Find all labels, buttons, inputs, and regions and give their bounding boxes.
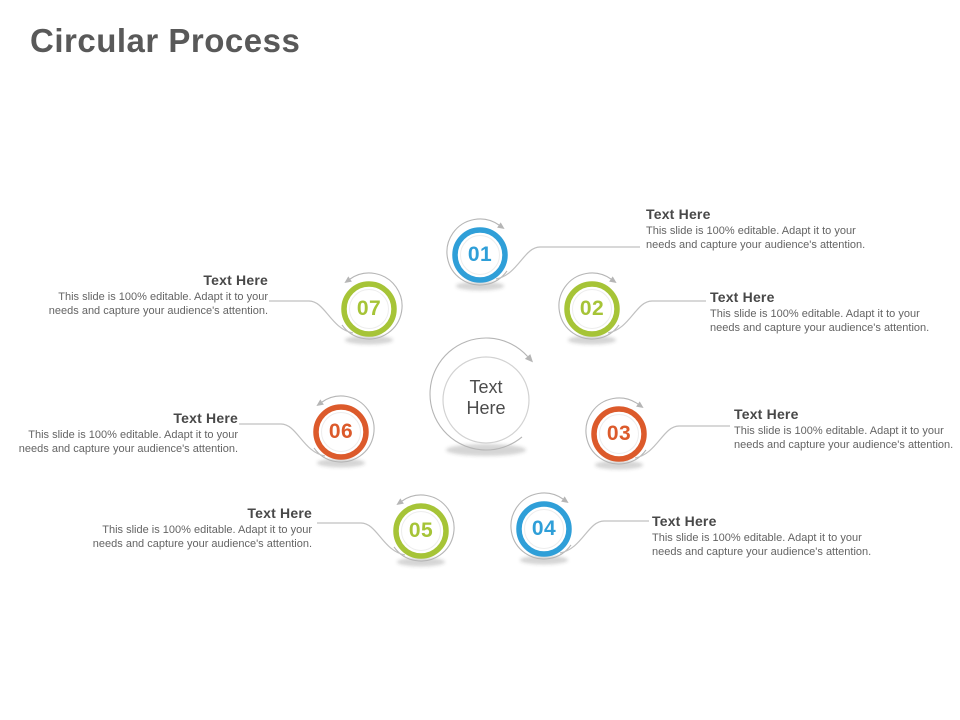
text-block-03-heading: Text Here bbox=[734, 406, 799, 422]
node-04-connector bbox=[559, 520, 649, 554]
node-02-shadow bbox=[568, 335, 616, 345]
node-06-ring bbox=[313, 404, 369, 460]
text-block-02-heading: Text Here bbox=[710, 289, 775, 305]
node-03-shadow bbox=[595, 460, 643, 470]
text-block-05: Text Here This slide is 100% editable. A… bbox=[76, 505, 312, 551]
text-block-07-heading: Text Here bbox=[203, 272, 268, 288]
step-number-05: 05 bbox=[408, 519, 434, 542]
step-number-04: 04 bbox=[531, 517, 557, 540]
node-01-graphic bbox=[446, 218, 640, 291]
slide-title: Circular Process bbox=[30, 22, 301, 59]
circular-arrow-icon bbox=[429, 337, 533, 451]
node-04-shadow bbox=[520, 555, 568, 565]
node-04-graphic bbox=[510, 492, 649, 565]
node-03-inner-ring bbox=[599, 414, 639, 454]
step-number-01: 01 bbox=[467, 243, 493, 266]
node-05-shadow bbox=[397, 557, 445, 567]
node-06-graphic bbox=[239, 395, 375, 468]
node-03-connector bbox=[634, 425, 730, 459]
node-05-connector bbox=[317, 522, 406, 556]
node-05-inner-ring bbox=[401, 511, 441, 551]
node-03-graphic bbox=[585, 397, 730, 470]
text-block-05-body: This slide is 100% editable. Adapt it to… bbox=[92, 524, 312, 550]
center-hub-graphic bbox=[429, 337, 533, 456]
text-block-04-body: This slide is 100% editable. Adapt it to… bbox=[652, 532, 872, 558]
node-02-graphic bbox=[558, 272, 706, 345]
text-block-06-heading: Text Here bbox=[173, 410, 238, 426]
node-07-connector bbox=[269, 300, 354, 334]
center-label: Text Here bbox=[466, 377, 506, 418]
node-02-inner-ring bbox=[572, 289, 612, 329]
node-06-inner-ring bbox=[321, 412, 361, 452]
text-block-06-body: This slide is 100% editable. Adapt it to… bbox=[18, 429, 238, 455]
step-number-02: 02 bbox=[579, 297, 605, 320]
text-block-01: Text Here This slide is 100% editable. A… bbox=[646, 206, 882, 252]
node-06-connector bbox=[239, 423, 326, 457]
node-05-graphic bbox=[317, 494, 455, 567]
node-07-graphic bbox=[269, 272, 403, 345]
text-block-04: Text Here This slide is 100% editable. A… bbox=[652, 513, 888, 559]
text-block-05-heading: Text Here bbox=[247, 505, 312, 521]
node-05-ring bbox=[393, 503, 449, 559]
text-block-07: Text Here This slide is 100% editable. A… bbox=[32, 272, 268, 318]
node-03-ring bbox=[591, 406, 647, 462]
node-02-ring bbox=[564, 281, 620, 337]
step-number-06: 06 bbox=[328, 420, 354, 443]
node-01-ring bbox=[452, 227, 508, 283]
text-block-01-heading: Text Here bbox=[646, 206, 711, 222]
text-block-04-heading: Text Here bbox=[652, 513, 717, 529]
step-number-03: 03 bbox=[606, 422, 632, 445]
node-04-inner-ring bbox=[524, 509, 564, 549]
node-04-ring bbox=[516, 501, 572, 557]
text-block-06: Text Here This slide is 100% editable. A… bbox=[2, 410, 238, 456]
node-01-connector bbox=[495, 246, 640, 280]
node-01-inner-ring bbox=[460, 235, 500, 275]
node-02-connector bbox=[607, 300, 706, 334]
node-07-shadow bbox=[345, 335, 393, 345]
text-block-03-body: This slide is 100% editable. Adapt it to… bbox=[734, 425, 954, 451]
text-block-01-body: This slide is 100% editable. Adapt it to… bbox=[646, 225, 866, 251]
node-01-shadow bbox=[456, 281, 504, 291]
text-block-07-body: This slide is 100% editable. Adapt it to… bbox=[48, 291, 268, 317]
node-06-shadow bbox=[317, 458, 365, 468]
center-circle bbox=[442, 356, 530, 444]
text-block-02: Text Here This slide is 100% editable. A… bbox=[710, 289, 946, 335]
step-number-07: 07 bbox=[356, 297, 382, 320]
text-block-02-body: This slide is 100% editable. Adapt it to… bbox=[710, 308, 930, 334]
node-07-ring bbox=[341, 281, 397, 337]
text-block-03: Text Here This slide is 100% editable. A… bbox=[734, 406, 960, 452]
node-07-inner-ring bbox=[349, 289, 389, 329]
